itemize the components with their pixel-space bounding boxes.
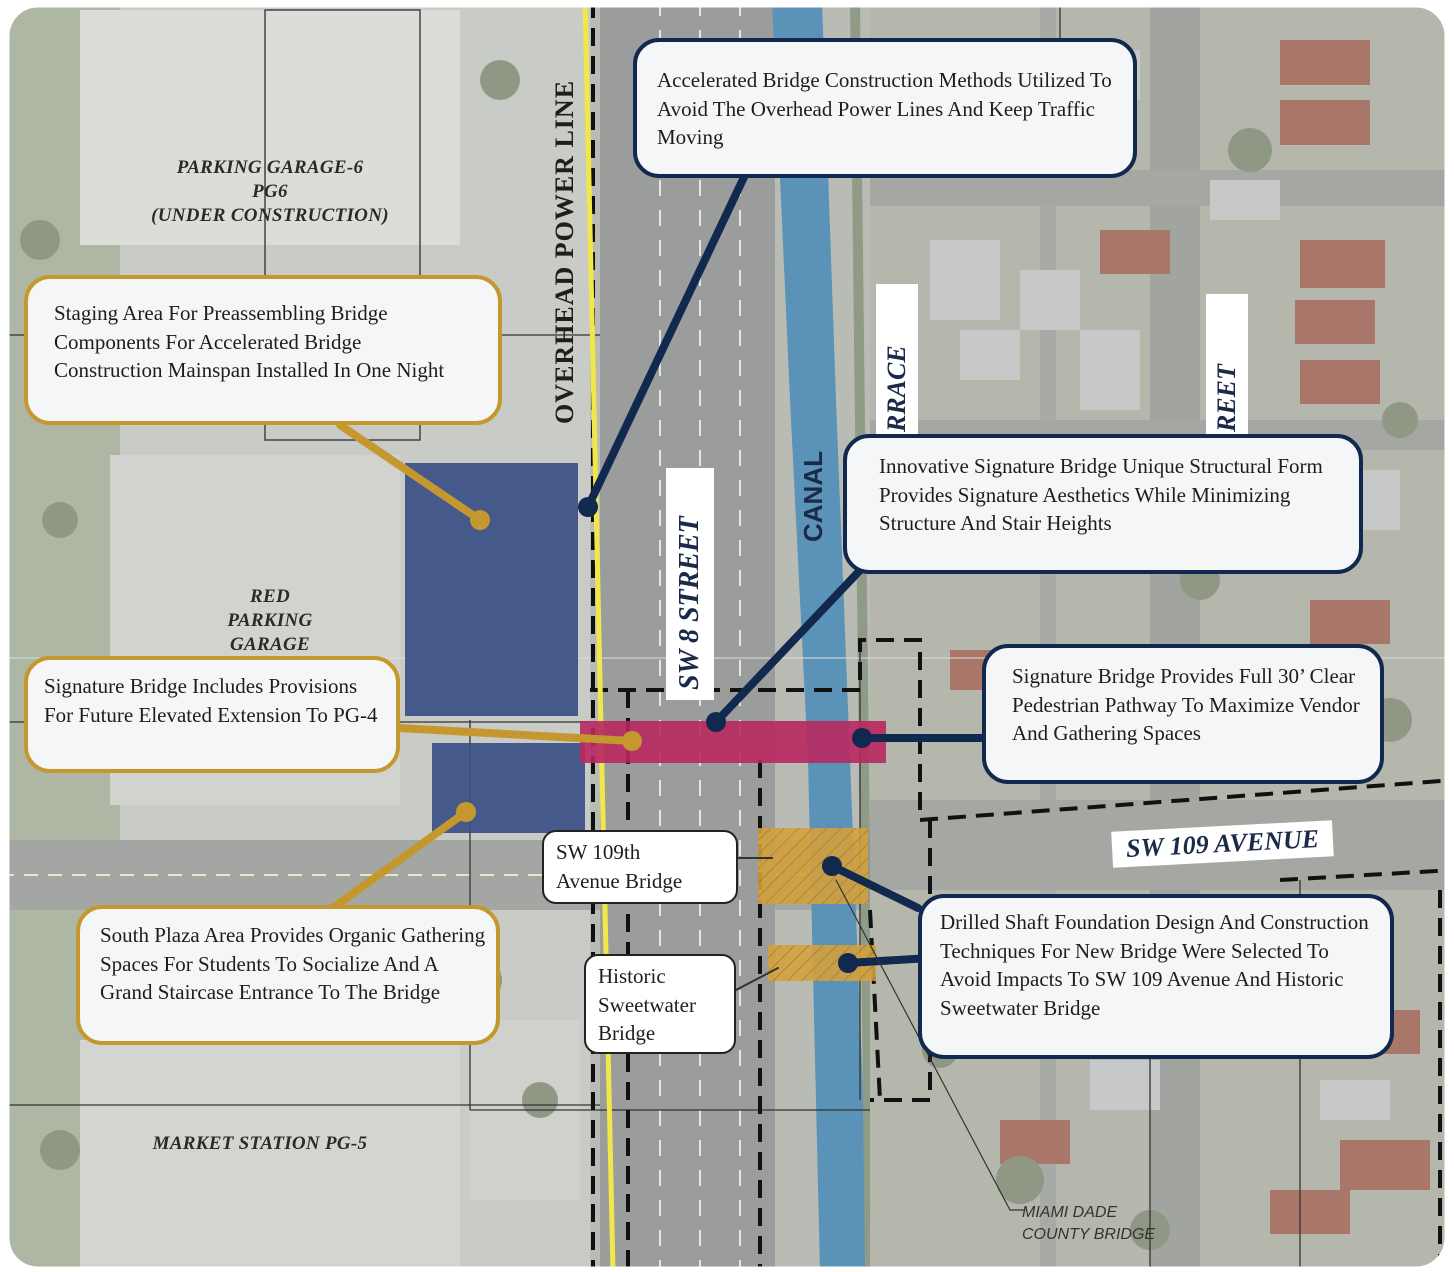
callout-innovative-bridge: Innovative Signature Bridge Unique Struc… <box>843 434 1363 574</box>
label-canal: CANAL <box>798 451 828 542</box>
label-red-parking-garage: RED PARKING GARAGE <box>227 586 313 655</box>
overhead-power-line <box>582 6 616 1268</box>
label-market-station: MARKET STATION PG-5 <box>152 1133 368 1154</box>
parking-garage-pg6 <box>80 10 460 245</box>
staging-area <box>405 463 578 716</box>
callout-staging-area: Staging Area For Preassembling Bridge Co… <box>24 275 502 425</box>
label-overhead-power-line: OVERHEAD POWER LINE <box>550 79 579 424</box>
label-sw-109th-avenue-bridge: SW 109th Avenue Bridge <box>542 830 738 904</box>
label-terrace-fragment: RRACE <box>876 284 918 440</box>
label-street-fragment: REET <box>1206 294 1248 440</box>
label-miami-dade-county-bridge: MIAMI DADE COUNTY BRIDGE <box>1022 1204 1156 1243</box>
label-parking-garage-6: PARKING GARAGE-6 PG6 (UNDER CONSTRUCTION… <box>151 157 389 226</box>
callout-accelerated-construction: Accelerated Bridge Construction Methods … <box>633 38 1137 178</box>
callout-future-extension: Signature Bridge Includes Provisions For… <box>24 656 400 773</box>
label-sw-8-street: SW 8 STREET <box>666 468 714 700</box>
callout-south-plaza: South Plaza Area Provides Organic Gather… <box>76 905 500 1045</box>
callout-pedestrian-pathway: Signature Bridge Provides Full 30’ Clear… <box>982 644 1384 784</box>
label-historic-sweetwater-bridge: Historic Sweetwater Bridge <box>584 954 736 1054</box>
callout-drilled-shaft: Drilled Shaft Foundation Design And Cons… <box>918 894 1394 1059</box>
market-station-pg5 <box>80 1040 460 1268</box>
